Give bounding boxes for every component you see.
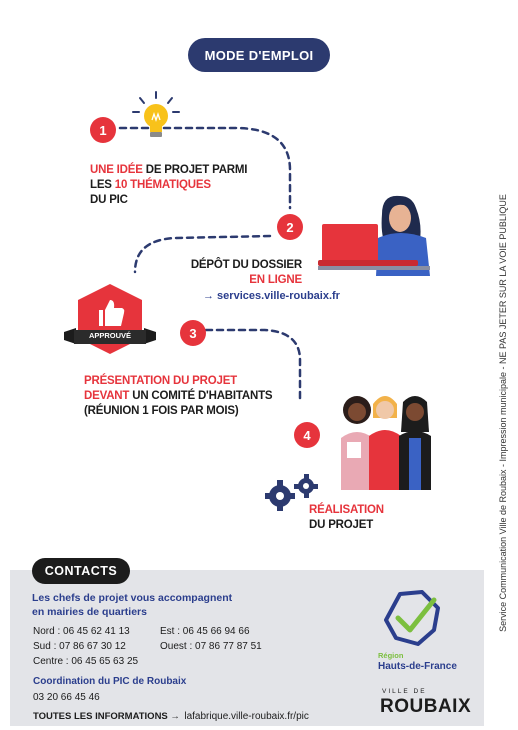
info-line: TOUTES LES INFORMATIONS → lafabrique.vil… [33,706,309,724]
approved-label: APPROUVÉ [88,331,132,340]
region-name: Hauts-de-France [378,661,457,672]
contacts-intro-line2: en mairies de quartiers [32,606,147,618]
step-4-badge: 4 [294,422,320,448]
step-1-line-1-seg-1: UNE IDÉE [90,164,143,176]
step-1-line-2: LES 10 THÉMATIQUES [90,178,280,193]
step-3-line3: (RÉUNION 1 FOIS PAR MOIS) [84,405,239,417]
step-2-text: DÉPÔT DU DOSSIER EN LIGNE [150,258,302,288]
info-label: TOUTES LES INFORMATIONS → [33,711,180,722]
lightbulb-icon [132,91,180,137]
connector-2-3 [133,234,272,274]
step-1-badge: 1 [90,117,116,143]
connector-3-4 [204,328,302,400]
contacts-intro-line1: Les chefs de projet vous accompagnent [32,592,233,604]
step-2-badge: 2 [277,214,303,240]
contact-sud: Sud : 07 86 67 30 12 [33,641,126,652]
contact-centre: Centre : 06 45 65 63 25 [33,656,139,667]
contact-ouest: Ouest : 07 86 77 87 51 [160,641,262,652]
step-3-line2a: DEVANT [84,390,130,402]
mode-emploi-title: MODE D'EMPLOI [188,38,330,72]
step-4-line2: DU PROJET [309,519,374,531]
step-1-line-2-seg-1: LES [90,179,115,191]
roubaix-logo: ROUBAIX [380,696,472,717]
woman-laptop-illustration [318,195,430,276]
connector-1-2 [118,126,292,210]
step-1-line-2-seg-2: 10 THÉMATIQUES [114,179,211,191]
step-1-line-1-seg-2: DE PROJET PARMI [142,164,248,176]
contacts-intro: Les chefs de projet vous accompagnent en… [32,591,232,619]
group-of-people-illustration [341,396,431,490]
coordination-title: Coordination du PIC de Roubaix [33,676,187,687]
services-link[interactable]: → services.ville-roubaix.fr [203,290,340,302]
region-map-logo [384,590,440,646]
step-2-line1: DÉPÔT DU DOSSIER [190,259,302,271]
step-1-line-3: DU PIC [90,193,280,208]
step-2-line2: EN LIGNE [249,274,302,286]
side-legal-text: Service Communication Ville de Roubaix -… [498,194,508,632]
ville-de-label: VILLE DE [382,688,427,695]
coordination-phone: 03 20 66 45 46 [33,692,100,703]
contact-nord: Nord : 06 45 62 41 13 [33,626,130,637]
step-3-text: PRÉSENTATION DU PROJET DEVANT UN COMITÉ … [84,374,344,419]
approved-badge-icon [64,284,156,354]
contacts-label: CONTACTS [32,558,130,584]
info-url[interactable]: lafabrique.ville-roubaix.fr/pic [184,711,309,722]
contact-est: Est : 06 45 66 94 66 [160,626,250,637]
step-3-badge: 3 [180,320,206,346]
step-1-line-1: UNE IDÉE DE PROJET PARMI [90,163,280,178]
region-small-label: Région [378,651,404,660]
contacts-panel [10,570,484,726]
gears-icon [265,474,318,511]
step-3-line2b: UN COMITÉ D'HABITANTS [129,390,273,402]
step-1-line-3-seg-1: DU PIC [90,194,128,206]
step-4-line1: RÉALISATION [309,504,384,516]
step-4-text: RÉALISATION DU PROJET [309,503,449,533]
step-3-line1: PRÉSENTATION DU PROJET [84,375,237,387]
